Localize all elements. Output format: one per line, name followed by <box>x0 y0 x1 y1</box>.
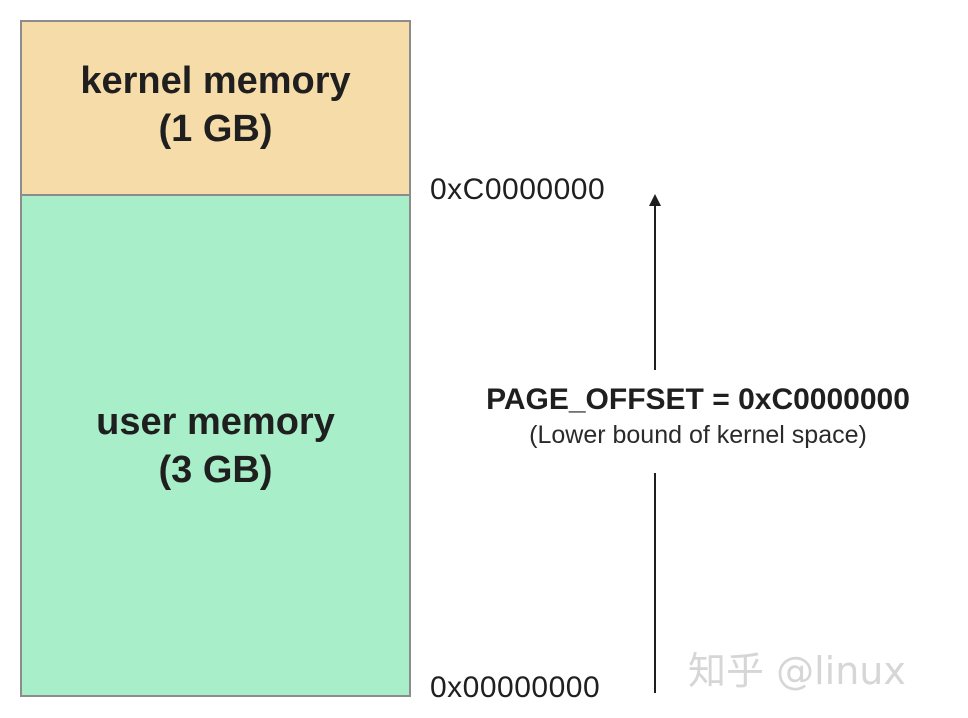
kernel-memory-size: (1 GB) <box>158 108 273 150</box>
page-offset-annotation: PAGE_OFFSET = 0xC0000000 (Lower bound of… <box>438 381 958 451</box>
user-memory-block: user memory (3 GB) <box>20 194 411 697</box>
page-offset-label: PAGE_OFFSET = 0xC0000000 <box>486 383 910 416</box>
lower-address-label: 0x00000000 <box>430 671 601 704</box>
page-offset-description: (Lower bound of kernel space) <box>529 421 867 449</box>
kernel-memory-label: kernel memory <box>80 60 351 102</box>
user-memory-size: (3 GB) <box>158 449 273 491</box>
arrow-up-icon <box>649 194 661 206</box>
upper-address-label: 0xC0000000 <box>430 173 606 206</box>
watermark: 知乎 @linux <box>688 649 906 693</box>
arrow-line-lower <box>654 473 656 693</box>
arrow-line-upper <box>654 204 656 370</box>
user-memory-label: user memory <box>96 401 335 443</box>
kernel-memory-block: kernel memory (1 GB) <box>20 20 411 196</box>
